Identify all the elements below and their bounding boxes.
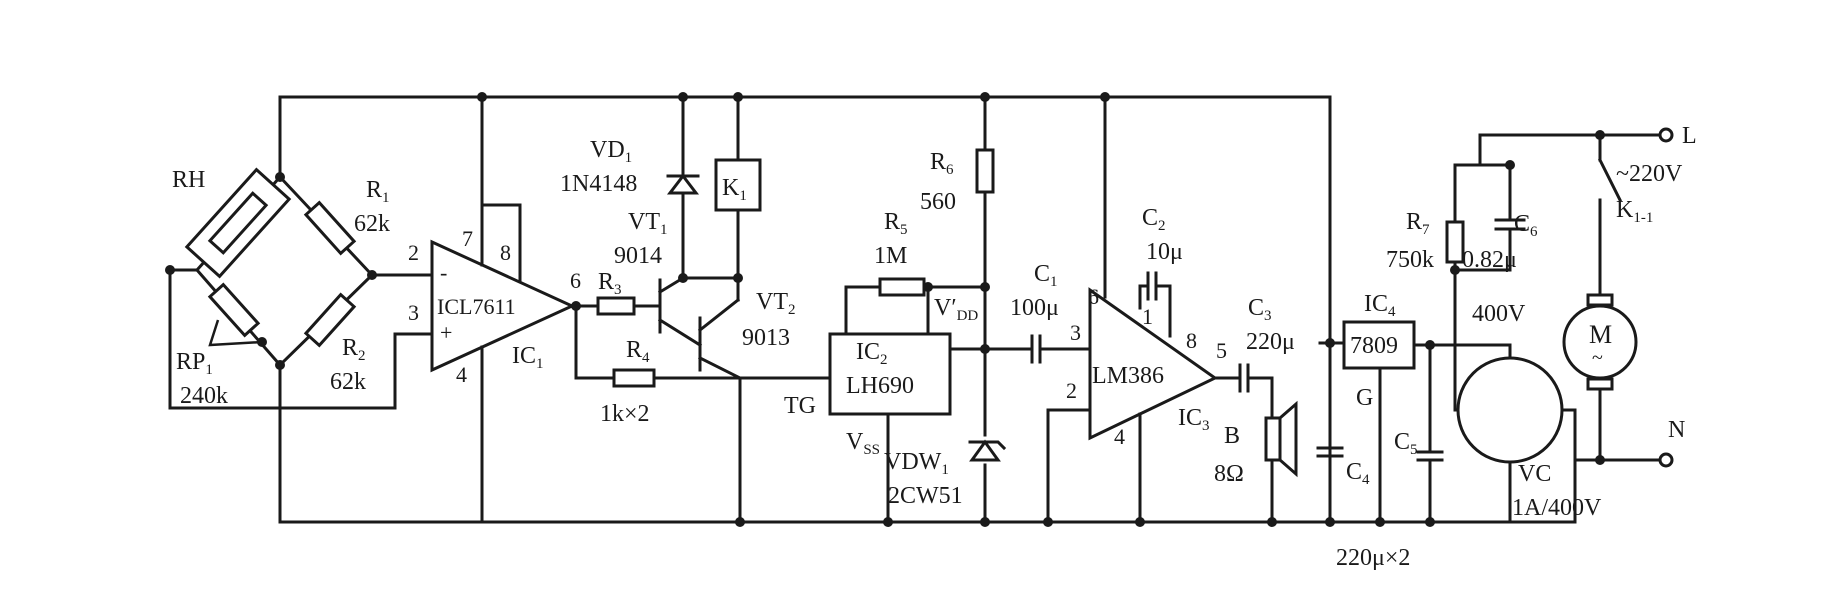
ic1-pin3: 3 bbox=[408, 300, 419, 325]
c45-value: 220μ×2 bbox=[1336, 545, 1411, 571]
speaker-value: 8Ω bbox=[1214, 461, 1244, 487]
r1-label: R1 bbox=[366, 177, 390, 206]
ic3-pin6: 6 bbox=[1088, 284, 1099, 309]
r2-value: 62k bbox=[330, 369, 366, 395]
ic3-ref: IC3 bbox=[1178, 405, 1210, 434]
motor-label: M bbox=[1589, 320, 1613, 349]
ic3-pin1: 1 bbox=[1142, 304, 1153, 329]
r34-value: 1k×2 bbox=[600, 401, 650, 427]
r4-label: R4 bbox=[626, 337, 650, 366]
ic1-plus: + bbox=[440, 320, 453, 345]
ic1-pin8: 8 bbox=[500, 240, 511, 265]
n-terminal-label: N bbox=[1668, 417, 1686, 443]
ic3-pin2: 2 bbox=[1066, 378, 1077, 403]
vt1-label: VT1 bbox=[628, 209, 668, 238]
vt2-label: VT2 bbox=[756, 289, 796, 318]
ic4-name: 7809 bbox=[1350, 333, 1398, 359]
rp1-label: RP1 bbox=[176, 349, 213, 378]
rh-label: RH bbox=[172, 167, 206, 193]
ic4-label: IC4 bbox=[1364, 291, 1396, 320]
vdw1-label: VDW1 bbox=[884, 449, 949, 478]
vc-value: 1A/400V bbox=[1512, 495, 1602, 521]
ic1-pin2: 2 bbox=[408, 240, 419, 265]
k1-label: K1 bbox=[722, 175, 747, 204]
c4-label: C4 bbox=[1346, 459, 1370, 488]
c1-value: 100μ bbox=[1010, 295, 1059, 321]
ac-label: ~220V bbox=[1616, 161, 1683, 187]
ic3-pin3: 3 bbox=[1070, 320, 1081, 345]
r5-label: R5 bbox=[884, 209, 908, 238]
r2-label: R2 bbox=[342, 335, 366, 364]
c6-voltage: 400V bbox=[1472, 301, 1526, 327]
k11-label: K1-1 bbox=[1616, 197, 1654, 226]
ic1-pin7: 7 bbox=[462, 226, 473, 251]
vdw1-value: 2CW51 bbox=[888, 483, 963, 509]
ic1-ref: IC1 bbox=[512, 343, 544, 372]
l-terminal-label: L bbox=[1682, 123, 1697, 149]
speaker-label: B bbox=[1224, 423, 1241, 449]
ic3-pin5: 5 bbox=[1216, 338, 1227, 363]
ic2-name: LH690 bbox=[846, 373, 914, 399]
vt2-value: 9013 bbox=[742, 325, 790, 351]
tg-label: TG bbox=[784, 393, 816, 419]
r1-value: 62k bbox=[354, 211, 390, 237]
ic3-pin8: 8 bbox=[1186, 328, 1197, 353]
r7-label: R7 bbox=[1406, 209, 1430, 238]
ic4-g-label: G bbox=[1356, 385, 1374, 411]
vd1-value: 1N4148 bbox=[560, 171, 638, 197]
c2-value: 10μ bbox=[1146, 239, 1183, 265]
vd1-label: VD1 bbox=[590, 137, 633, 166]
ic2-ref: IC2 bbox=[856, 339, 888, 368]
rp1-value: 240k bbox=[180, 383, 228, 409]
c2-label: C2 bbox=[1142, 205, 1166, 234]
r6-value: 560 bbox=[920, 189, 956, 215]
c1-label: C1 bbox=[1034, 261, 1058, 290]
ic1-pin4: 4 bbox=[456, 362, 467, 387]
ic3-pin4: 4 bbox=[1114, 424, 1125, 449]
vc-label: VC bbox=[1518, 461, 1552, 487]
c6-value: 0.82μ bbox=[1462, 247, 1517, 273]
vss-label: VSS bbox=[846, 429, 881, 458]
c3-value: 220μ bbox=[1246, 329, 1295, 355]
ic1-pin6: 6 bbox=[570, 268, 581, 293]
r3-label: R3 bbox=[598, 269, 622, 298]
vt1-value: 9014 bbox=[614, 243, 662, 269]
c6-label: C6 bbox=[1514, 211, 1538, 240]
r5-value: 1M bbox=[874, 243, 908, 269]
ic3-name: LM386 bbox=[1092, 363, 1164, 389]
vdd-label: V′DD bbox=[934, 295, 979, 324]
r7-value: 750k bbox=[1386, 247, 1434, 273]
c5-label: C5 bbox=[1394, 429, 1418, 458]
c3-label: C3 bbox=[1248, 295, 1272, 324]
r6-label: R6 bbox=[930, 149, 954, 178]
motor-tilde: ~ bbox=[1592, 347, 1603, 369]
ic1-minus: - bbox=[440, 260, 448, 285]
ic1-name: ICL7611 bbox=[437, 294, 516, 319]
